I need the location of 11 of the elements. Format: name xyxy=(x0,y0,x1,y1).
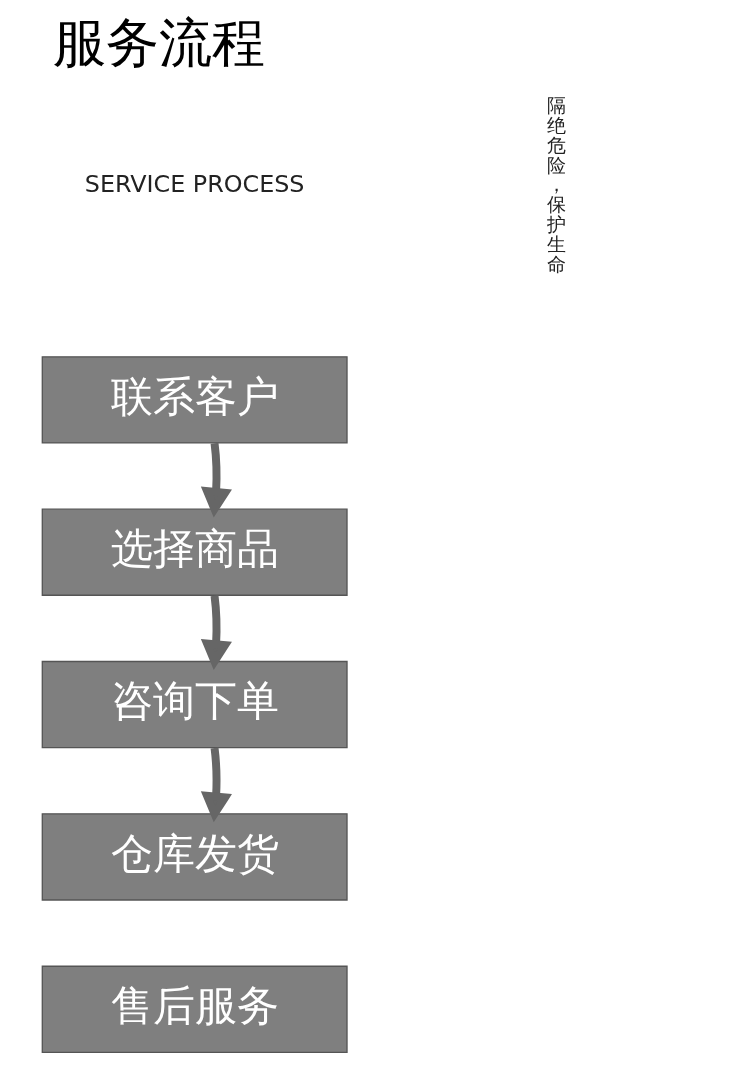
arrow xyxy=(200,442,232,518)
arrow xyxy=(200,595,232,670)
node-box: 咨询下单 xyxy=(41,660,348,749)
node-box: 售后服务 xyxy=(41,965,348,1053)
arrow xyxy=(200,747,232,823)
node-box: 联系客户 xyxy=(41,356,348,444)
label: 隔绝危险，保护生命 xyxy=(546,94,566,275)
diagram-title: 服务流程 xyxy=(52,12,265,74)
node-box: 仓库发货 xyxy=(41,813,348,901)
node-box: 选择商品 xyxy=(41,508,348,596)
label: SERVICE PROCESS xyxy=(84,170,304,199)
